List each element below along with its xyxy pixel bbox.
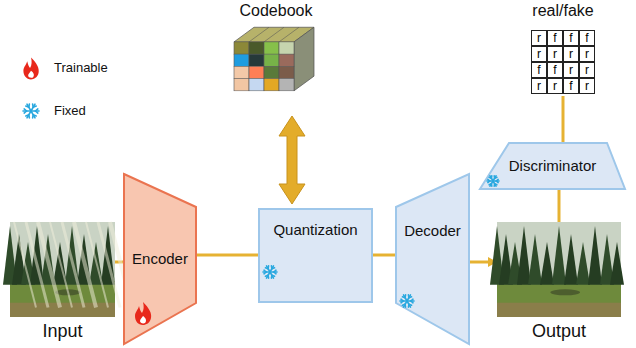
discriminator-block: Discriminator <box>479 142 626 190</box>
grid-cell: f <box>531 62 547 78</box>
output-image: Output <box>497 222 621 342</box>
grid-cell: r <box>547 46 563 62</box>
quantization-block: Quantization <box>258 208 373 303</box>
connector <box>373 254 395 257</box>
node-label: Encoder <box>132 250 188 267</box>
photo <box>497 222 621 317</box>
grid-cell: r <box>563 46 579 62</box>
node-label: Quantization <box>273 221 357 238</box>
grid-cell: f <box>563 30 579 46</box>
node-label: real/fake <box>532 2 593 20</box>
node-label: Input <box>42 321 82 342</box>
legend-text: Fixed <box>54 104 86 119</box>
grid-cell: r <box>579 46 595 62</box>
grid-cell: f <box>547 30 563 46</box>
grid-cell: f <box>563 78 579 94</box>
legend-icon <box>20 56 42 80</box>
connector <box>562 96 565 142</box>
legend-text: Trainable <box>54 61 108 76</box>
connector <box>197 254 258 257</box>
grid-cell: r <box>547 78 563 94</box>
decoder-block: Decoder <box>395 173 470 345</box>
real-fake-grid: real/fakerfffrrrrffrrrrfr <box>523 2 603 96</box>
input-image: Input <box>10 222 115 342</box>
grid-cell: r <box>531 30 547 46</box>
node-label: Output <box>532 321 586 342</box>
grid-cell: r <box>563 62 579 78</box>
legend: TrainableFixed <box>20 56 108 142</box>
legend-icon <box>20 99 42 123</box>
encoder-block: Encoder <box>123 173 197 345</box>
connector <box>279 116 305 204</box>
codebook-cube <box>226 24 326 112</box>
photo <box>10 222 115 317</box>
codebook-cube: Codebook <box>226 2 326 112</box>
legend-row: Fixed <box>20 99 108 123</box>
node-label: Codebook <box>240 2 313 20</box>
grid-cell: r <box>579 62 595 78</box>
grid-cell: f <box>547 62 563 78</box>
legend-row: Trainable <box>20 56 108 80</box>
node-label: Decoder <box>404 222 461 239</box>
trapezoid-shape <box>395 173 470 345</box>
connector <box>558 190 561 222</box>
connector <box>470 261 488 264</box>
grid-cell: f <box>579 30 595 46</box>
grid-cell: r <box>579 78 595 94</box>
node-label: Discriminator <box>509 157 597 174</box>
grid-cell: r <box>531 78 547 94</box>
grid-cell: r <box>531 46 547 62</box>
